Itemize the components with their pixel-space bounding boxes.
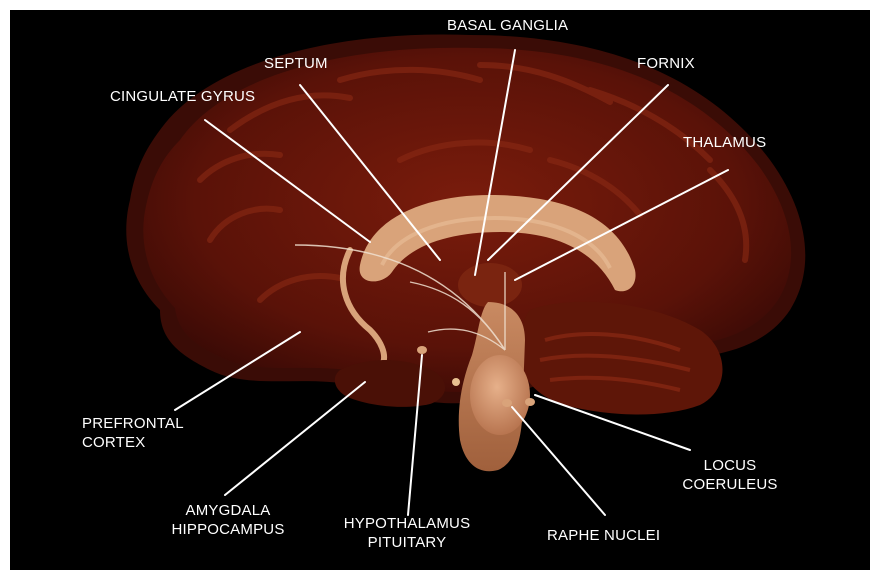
label-septum: SEPTUM bbox=[264, 54, 328, 73]
label-hypothalamus-line1: HYPOTHALAMUS bbox=[332, 514, 482, 533]
label-hypothalamus-line2: PITUITARY bbox=[332, 533, 482, 552]
pituitary-mark bbox=[452, 378, 460, 386]
label-amygdala-line1: AMYGDALA bbox=[158, 501, 298, 520]
label-cingulate-gyrus: CINGULATE GYRUS bbox=[110, 87, 255, 106]
label-locus-line2: COERULEUS bbox=[675, 475, 785, 494]
locus-coeruleus-mark bbox=[525, 398, 535, 406]
brain-diagram-frame: BASAL GANGLIA SEPTUM FORNIX CINGULATE GY… bbox=[10, 10, 870, 570]
label-prefrontal-cortex: PREFRONTAL CORTEX bbox=[82, 414, 184, 452]
pointer-raphe-nuclei bbox=[512, 407, 605, 515]
label-prefrontal-line2: CORTEX bbox=[82, 433, 184, 452]
label-fornix: FORNIX bbox=[637, 54, 695, 73]
label-amygdala-hippocampus: AMYGDALA HIPPOCAMPUS bbox=[158, 501, 298, 539]
label-basal-ganglia: BASAL GANGLIA bbox=[447, 16, 568, 35]
pointer-amygdala-hippocampus bbox=[225, 382, 365, 495]
label-amygdala-line2: HIPPOCAMPUS bbox=[158, 520, 298, 539]
thalamus-region bbox=[458, 263, 522, 307]
pons bbox=[470, 355, 530, 435]
label-prefrontal-line1: PREFRONTAL bbox=[82, 414, 184, 433]
label-thalamus: THALAMUS bbox=[683, 133, 766, 152]
label-raphe-nuclei: RAPHE NUCLEI bbox=[547, 526, 660, 545]
hypothalamus-mark bbox=[417, 346, 427, 354]
label-locus-coeruleus: LOCUS COERULEUS bbox=[675, 456, 785, 494]
raphe-nuclei-mark bbox=[502, 399, 512, 407]
label-locus-line1: LOCUS bbox=[675, 456, 785, 475]
label-hypothalamus-pituitary: HYPOTHALAMUS PITUITARY bbox=[332, 514, 482, 552]
